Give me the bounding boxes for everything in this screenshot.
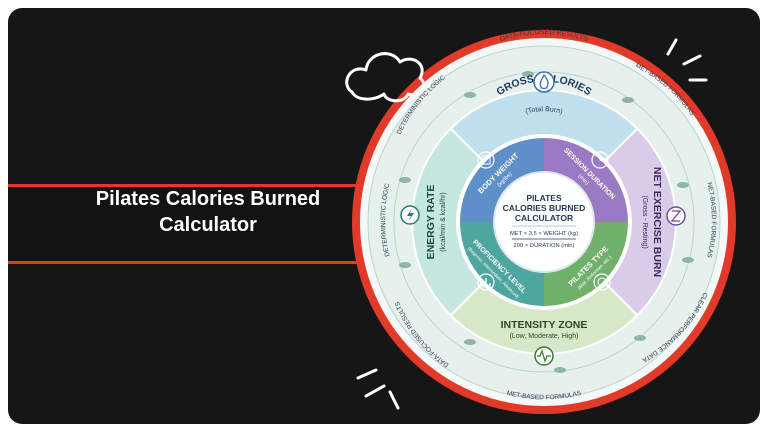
gross-calories-sub: (Total Burn)	[525, 106, 564, 115]
ring-label-left: DETERMINISTIC LOGIC	[380, 182, 391, 257]
center-formula-1: MET × 3.5 × WEIGHT (kg)	[510, 231, 578, 237]
center-line-1: PILATES	[526, 193, 562, 203]
flame-icon	[533, 71, 555, 93]
net-exercise-burn-sub: (Gross - Resting)	[641, 195, 648, 248]
sparkle-icon-bottom	[356, 368, 400, 410]
energy-rate-sub: (kcal/min & kcal/hr)	[440, 192, 447, 252]
zigzag-icon	[666, 206, 686, 226]
bar-chart-icon	[477, 273, 495, 291]
center-line-2: CALORIES BURNED	[503, 203, 586, 213]
energy-rate-label: ENERGY RATE (kcal/min & kcal/hr)	[425, 185, 447, 260]
net-exercise-burn-label: NET EXERCISE BURN (Gross - Resting)	[641, 167, 663, 277]
energy-rate-title: ENERGY RATE	[425, 185, 437, 260]
intensity-zone-sub: (Low, Moderate, High)	[510, 333, 579, 340]
center-formula-2: 200 × DURATION (min)	[514, 243, 575, 249]
cloud-icon	[345, 52, 426, 103]
heartbeat-icon	[534, 346, 554, 366]
intensity-zone-title: INTENSITY ZONE	[501, 319, 588, 331]
center-line-3: CALCULATOR	[515, 213, 573, 223]
pilates-ring-icon	[593, 273, 611, 291]
page-title: Pilates Calories Burned Calculator	[78, 186, 338, 238]
net-exercise-burn-title: NET EXERCISE BURN	[651, 167, 663, 277]
clock-icon	[591, 151, 609, 169]
ring-label-right: NET-BASED FORMULAS	[705, 182, 717, 259]
sparkle-icon	[666, 38, 708, 82]
lightning-icon	[400, 205, 420, 225]
title-line-2: Calculator	[159, 214, 257, 236]
center-hub	[493, 171, 595, 273]
title-line-1: Pilates Calories Burned	[95, 188, 321, 210]
scale-icon	[477, 151, 495, 169]
ring-label-bottom: MET-BASED FORMULAS	[506, 390, 582, 402]
pilates-figure-icons	[399, 71, 694, 373]
